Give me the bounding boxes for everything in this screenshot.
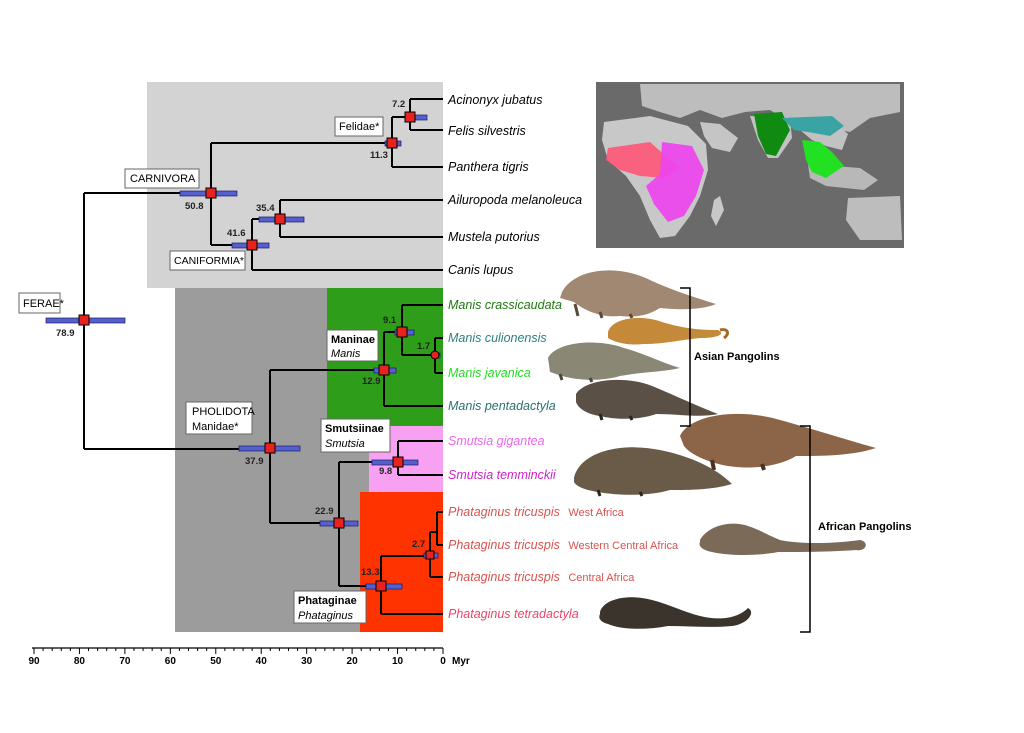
label-phataginus: Phataginus	[298, 610, 354, 622]
axis-ticks: 90 80 70 60 50 40 30 20 10 0	[28, 648, 446, 667]
axis-tick-label: 80	[74, 656, 86, 667]
label-felidae: Felidae*	[339, 121, 380, 133]
tip-felis: Felis silvestris	[448, 124, 526, 138]
tip-west-africa: West Africa	[568, 507, 624, 519]
axis-tick-label: 70	[119, 656, 131, 667]
node-smutsiinae[interactable]	[392, 456, 404, 468]
pangolin-tricuspis-image	[699, 523, 866, 555]
axis-tick-label: 50	[210, 656, 222, 667]
label-maninae: Maninae	[331, 334, 375, 346]
age-caniformia: 41.6	[227, 228, 246, 239]
axis-tick-label: 0	[440, 656, 446, 667]
tip-central-africa: Central Africa	[568, 572, 635, 584]
node-caniformia[interactable]	[246, 239, 258, 251]
tip-p-tricuspis-name-1: Phataginus tricuspis	[448, 505, 560, 519]
label-ferae: FERAE*	[23, 298, 65, 310]
tip-m-pentadactyla: Manis pentadactyla	[448, 399, 556, 413]
label-pholidota: PHOLIDOTA	[192, 406, 255, 418]
node-maninae[interactable]	[378, 364, 390, 376]
label-manidae: Manidae*	[192, 421, 239, 433]
node-tricuspis[interactable]	[425, 550, 435, 560]
group-brackets: Asian Pangolins African Pangolins	[680, 287, 912, 633]
age-ferae: 78.9	[56, 328, 75, 339]
tree-nodes	[78, 111, 440, 592]
age-felidae: 11.3	[370, 150, 388, 161]
age-manis-javanica: 1.7	[417, 341, 430, 352]
tip-p-tricuspis-name-2: Phataginus tricuspis	[448, 538, 560, 552]
pangolin-javanica-image	[548, 342, 680, 383]
tip-p-tetradactyla: Phataginus tetradactyla	[448, 607, 579, 621]
node-pholidota[interactable]	[264, 442, 276, 454]
tip-western-central-africa: Western Central Africa	[568, 540, 679, 552]
axis-tick-label: 90	[28, 656, 40, 667]
tip-ailuropoda: Ailuropoda melanoleuca	[447, 193, 582, 207]
distribution-map	[596, 82, 904, 248]
pangolin-crassicaudata-image	[560, 270, 716, 319]
age-tricuspis: 2.7	[412, 539, 425, 550]
label-smutsia: Smutsia	[325, 438, 365, 450]
node-felis-acinonyx[interactable]	[404, 111, 416, 123]
axis-tick-label: 30	[301, 656, 313, 667]
label-manis: Manis	[331, 348, 361, 360]
tip-panthera: Panthera tigris	[448, 160, 529, 174]
tip-labels: Acinonyx jubatus Felis silvestris Panthe…	[447, 93, 679, 621]
node-phataginae[interactable]	[375, 580, 387, 592]
node-ages: 78.9 50.8 11.3 7.2 41.6 35.4 37.9 12.9 9…	[56, 99, 430, 578]
label-phataginae: Phataginae	[298, 595, 357, 607]
label-caniformia: CANIFORMIA*	[174, 255, 244, 267]
axis-tick-label: 60	[165, 656, 177, 667]
tip-m-javanica: Manis javanica	[448, 366, 531, 380]
tip-m-culionensis: Manis culionensis	[448, 331, 547, 345]
pangolin-illustrations	[548, 270, 876, 629]
tip-p-tricuspis-wca: Phataginus tricuspis Western Central Afr…	[448, 536, 679, 553]
node-manis-inner[interactable]	[396, 326, 408, 338]
age-felis-acinonyx: 7.2	[392, 99, 405, 110]
tip-s-temminckii: Smutsia temminckii	[448, 468, 557, 482]
age-pholidota: 37.9	[245, 456, 264, 467]
node-ferae[interactable]	[78, 314, 90, 326]
pangolin-tetradactyla-image	[599, 597, 752, 629]
age-manis-inner: 9.1	[383, 315, 397, 326]
tip-mustela: Mustela putorius	[448, 230, 540, 244]
tip-s-gigantea: Smutsia gigantea	[448, 434, 545, 448]
node-felidae[interactable]	[386, 137, 398, 149]
pangolin-pentadactyla-image	[576, 379, 718, 421]
label-smutsiinae: Smutsiinae	[325, 423, 384, 435]
age-maninae: 12.9	[362, 376, 381, 387]
tip-canis: Canis lupus	[448, 263, 513, 277]
axis-unit: Myr	[452, 656, 470, 667]
node-carnivora[interactable]	[205, 187, 217, 199]
tip-p-tricuspis-name-3: Phataginus tricuspis	[448, 570, 560, 584]
pangolin-culionensis-image	[608, 317, 729, 345]
axis-tick-label: 10	[392, 656, 404, 667]
tip-p-tricuspis-west: Phataginus tricuspis West Africa	[448, 503, 625, 520]
group-african-label: African Pangolins	[818, 521, 912, 533]
age-africa: 22.9	[315, 506, 334, 517]
pangolin-temminckii-image	[574, 447, 732, 497]
node-africa[interactable]	[333, 517, 345, 529]
age-ailuropoda-mustela: 35.4	[256, 203, 275, 214]
age-carnivora: 50.8	[185, 201, 204, 212]
tip-acinonyx: Acinonyx jubatus	[447, 93, 543, 107]
axis-tick-label: 40	[256, 656, 268, 667]
axis-tick-label: 20	[347, 656, 359, 667]
age-smutsiinae: 9.8	[379, 466, 392, 477]
time-axis: 90 80 70 60 50 40 30 20 10 0 Myr	[28, 647, 470, 667]
age-phataginae: 13.3	[361, 567, 380, 578]
node-ailuropoda-mustela[interactable]	[274, 213, 286, 225]
tip-m-crassicaudata: Manis crassicaudata	[448, 298, 562, 312]
label-carnivora: CARNIVORA	[130, 173, 196, 185]
pangolin-gigantea-image	[680, 413, 876, 471]
clade-labels: FERAE* CARNIVORA Felidae* CANIFORMIA* PH…	[18, 116, 391, 624]
node-manis-javanica[interactable]	[430, 350, 440, 360]
group-asian-label: Asian Pangolins	[694, 351, 780, 363]
tip-p-tricuspis-central: Phataginus tricuspis Central Africa	[448, 568, 635, 585]
